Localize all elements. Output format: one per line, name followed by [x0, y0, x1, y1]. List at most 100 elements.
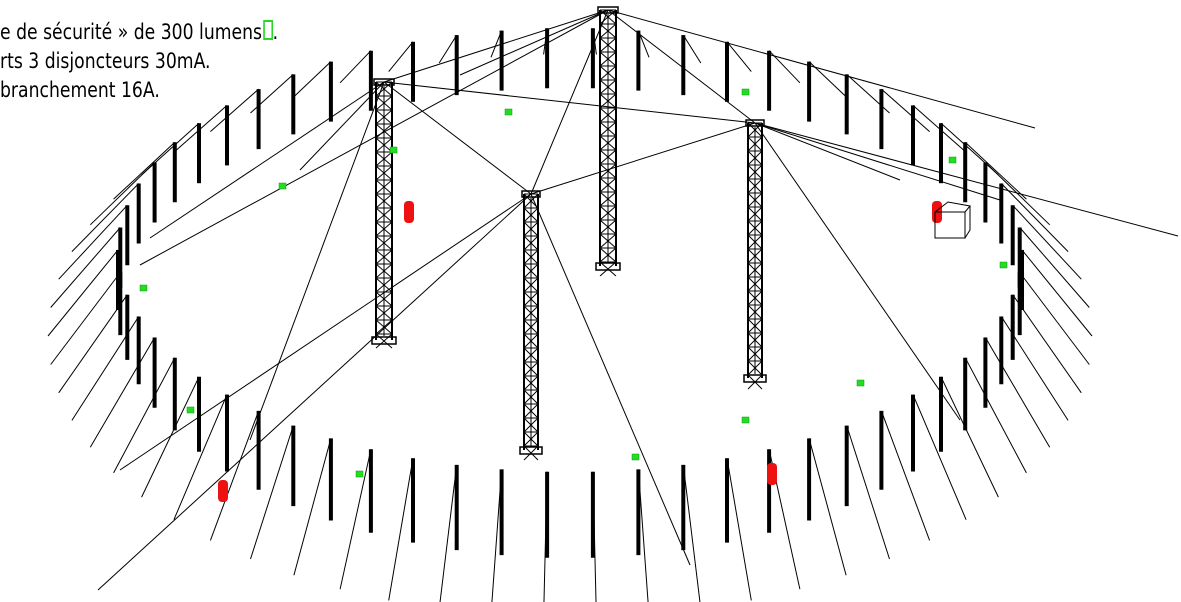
truss-brace [599, 163, 617, 179]
guy-rope [438, 34, 458, 64]
roof-cable [139, 9, 609, 266]
guy-rope [293, 438, 332, 576]
emergency-light-icon [741, 88, 750, 96]
guy-rope [912, 394, 967, 520]
guy-rope [250, 425, 294, 560]
roof-cable [249, 81, 385, 441]
truss-brace [599, 65, 617, 81]
truss-brace [523, 291, 539, 307]
truss-brace [375, 263, 393, 279]
truss-brace [523, 431, 539, 447]
truss-brace [523, 305, 539, 321]
guy-rope [984, 337, 1051, 448]
guy-rope [141, 122, 200, 176]
truss-brace [747, 318, 763, 334]
truss-brace [375, 221, 393, 237]
truss-brace [599, 149, 617, 165]
emergency-light-icon [139, 284, 148, 292]
truss-base [595, 262, 621, 271]
truss-brace [599, 205, 617, 221]
truss-brace [599, 107, 617, 123]
truss-base [371, 336, 397, 345]
guy-rope [1000, 183, 1069, 252]
missing-glyph-box [262, 20, 273, 40]
guy-rope [89, 337, 156, 448]
guy-rope [964, 357, 1027, 474]
truss-brace [375, 165, 393, 181]
guy-rope [113, 357, 176, 474]
truss-brace [523, 277, 539, 293]
roof-cable [459, 9, 609, 76]
truss-brace [375, 249, 393, 265]
truss-brace [523, 445, 539, 461]
emergency-light-icon [999, 261, 1008, 269]
roof-cable [754, 122, 901, 181]
guy-rope [808, 61, 847, 98]
truss-brace [747, 290, 763, 306]
roof-cables [97, 9, 1179, 591]
truss-brace [375, 137, 393, 153]
guy-rope [985, 162, 1051, 226]
truss-brace [523, 319, 539, 335]
guy-rope [339, 50, 372, 84]
truss-brace [375, 179, 393, 195]
fire-extinguisher-icon [767, 463, 777, 485]
truss-top [597, 6, 619, 14]
truss-brace [599, 261, 617, 277]
note-line-3: branchement 16A. [0, 78, 160, 102]
guy-rope [50, 272, 121, 365]
truss-brace [523, 361, 539, 377]
box-side [964, 206, 971, 239]
note-line-1-end: . [272, 20, 279, 44]
truss-brace [599, 233, 617, 249]
guy-rope [50, 227, 121, 308]
truss-brace [599, 191, 617, 207]
guy-rope [1012, 204, 1082, 280]
guy-rope [682, 34, 702, 64]
truss-top [521, 190, 541, 198]
truss-brace [747, 136, 763, 152]
guy-rope [58, 294, 128, 394]
fire-extinguisher-icon [218, 480, 228, 502]
truss-brace [747, 304, 763, 320]
truss-brace [747, 346, 763, 362]
truss-brace [599, 37, 617, 53]
truss-brace [375, 277, 393, 293]
truss-brace [599, 23, 617, 39]
emergency-light-icon [186, 406, 195, 414]
guy-rope [880, 410, 931, 541]
guy-rope [1019, 227, 1090, 308]
roof-cable [119, 193, 532, 471]
truss-brace [523, 403, 539, 419]
truss-brace [375, 291, 393, 307]
truss-brace [747, 360, 763, 376]
emergency-light-icon [741, 416, 750, 424]
truss-brace [523, 263, 539, 279]
guy-rope [388, 41, 414, 72]
guy-rope [940, 376, 999, 498]
truss-brace [375, 151, 393, 167]
guy-rope [768, 50, 801, 84]
truss-brace [523, 389, 539, 405]
truss-brace [747, 150, 763, 166]
truss-brace [375, 109, 393, 125]
guy-rope [1019, 272, 1090, 365]
note-line-1-text: e de sécurité » de 300 lumens [0, 20, 263, 44]
truss-brace [747, 234, 763, 250]
guy-rope [439, 464, 458, 602]
roof-cable [754, 122, 961, 421]
guy-rope [846, 425, 890, 560]
truss-base [743, 374, 767, 383]
truss-brace [375, 193, 393, 209]
note-line-1: e de sécurité » de 300 lumens. [0, 19, 278, 45]
truss-brace [523, 249, 539, 265]
roof-cable [149, 81, 385, 239]
electrical-box-icon [934, 201, 971, 239]
guy-rope [388, 458, 414, 601]
truss-brace [599, 121, 617, 137]
emergency-light-icon [631, 453, 640, 461]
guy-rope [881, 88, 930, 132]
roof-cable [754, 122, 1001, 201]
truss-brace [523, 221, 539, 237]
